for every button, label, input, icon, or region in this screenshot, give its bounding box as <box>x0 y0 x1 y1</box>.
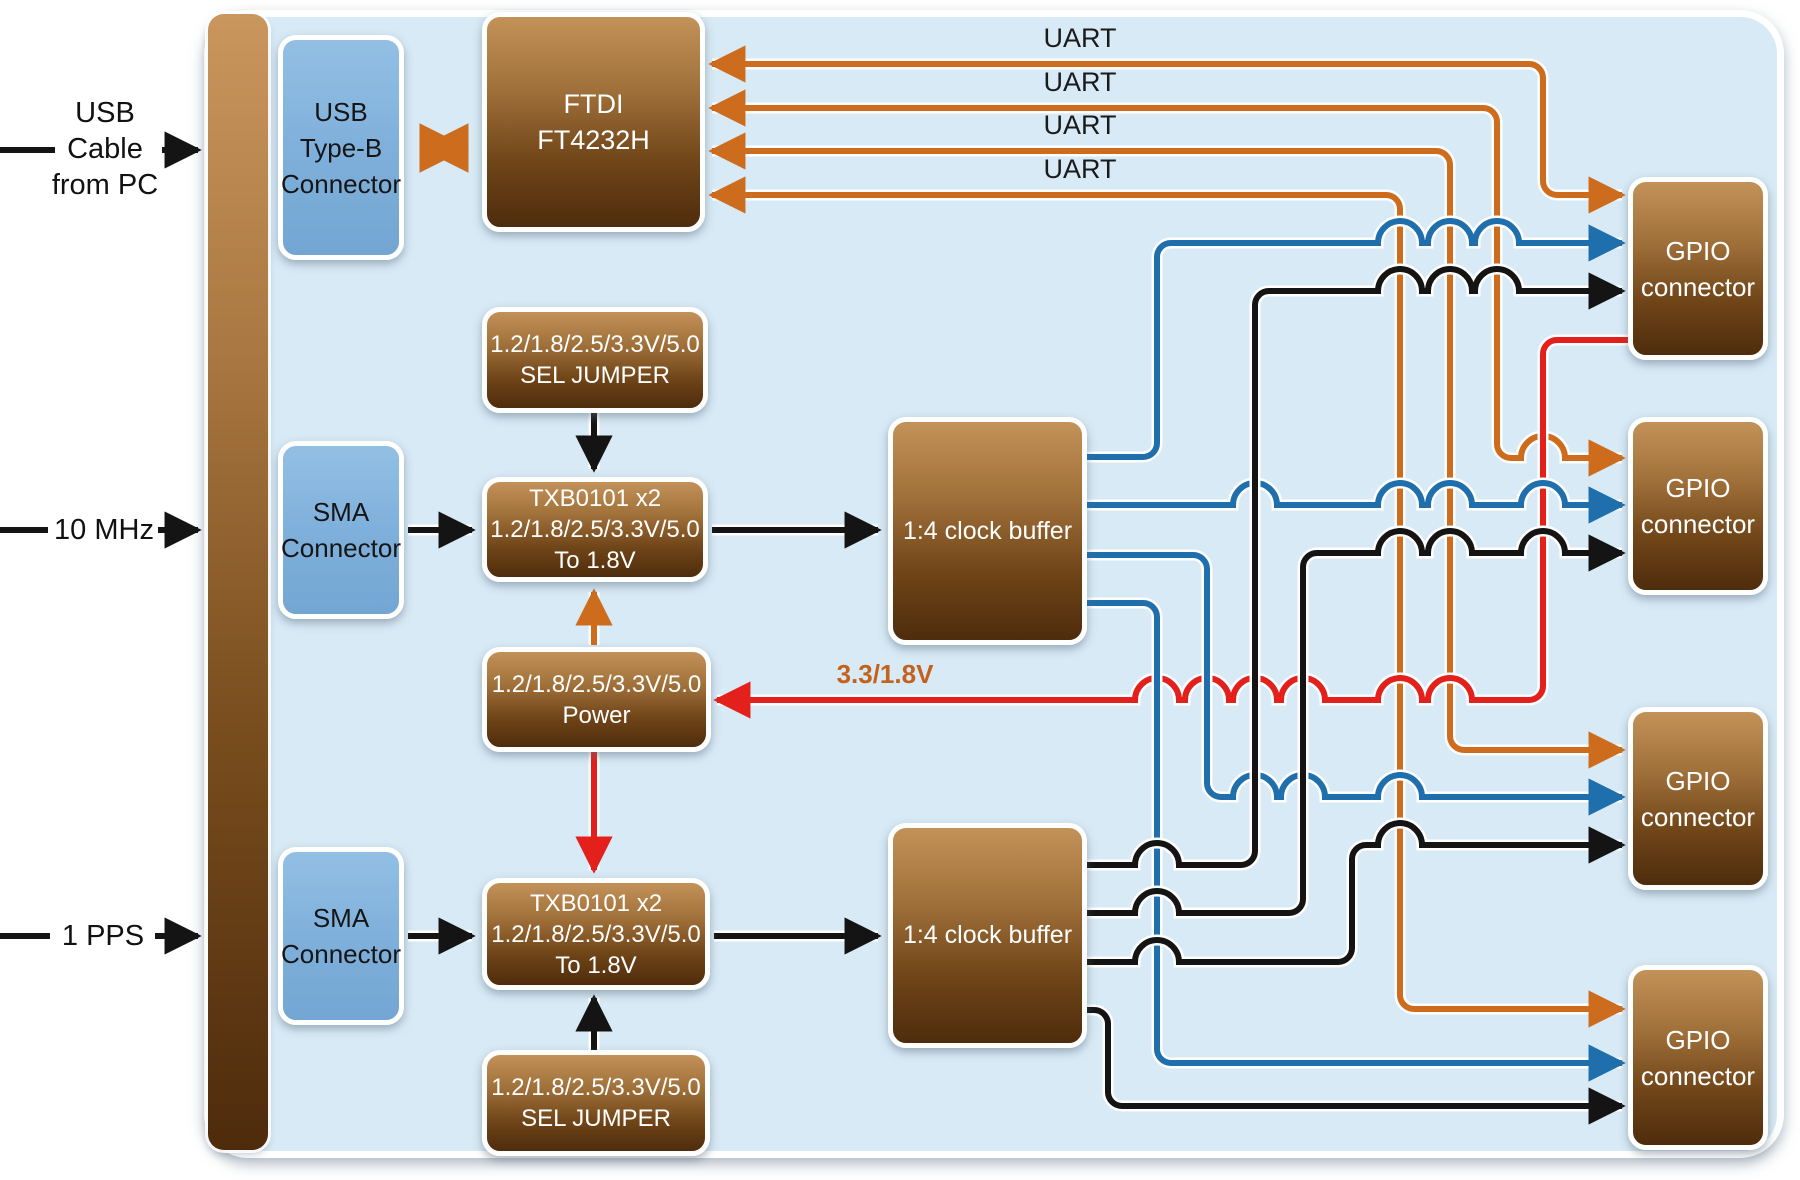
sel-jumper-bottom-box: 1.2/1.8/2.5/3.3V/5.0 SEL JUMPER <box>482 1050 710 1156</box>
wire-clk2-out2 <box>1087 525 1626 919</box>
gpio-connector-2-box: GPIO connector <box>1628 417 1768 595</box>
clock-buffer-top-label: 1:4 clock buffer <box>902 516 1073 545</box>
wire-clk1-out4 <box>1087 597 1626 1082</box>
sel-jumper-top-box: 1.2/1.8/2.5/3.3V/5.0 SEL JUMPER <box>482 307 708 413</box>
gpio-connector-3-box: GPIO connector <box>1628 707 1768 890</box>
txb-bottom-line2: 1.2/1.8/2.5/3.3V/5.0 <box>491 920 701 948</box>
wire-power-rail-red <box>713 334 1628 719</box>
board-edge-bar <box>208 14 268 1150</box>
sma-bottom-line2: Connector <box>281 939 401 969</box>
txb-bottom-box: TXB0101 x2 1.2/1.8/2.5/3.3V/5.0 To 1.8V <box>482 878 710 990</box>
wire-uart-4 <box>708 176 1626 1028</box>
sma-connector-top-box: SMA Connector <box>278 441 404 619</box>
wire-clk1-out2 <box>1087 477 1626 524</box>
usb-box-line2: Type-B <box>299 132 383 163</box>
gpio1-line1: GPIO <box>1665 235 1731 266</box>
gpio2-line2: connector <box>1640 509 1756 539</box>
wire-uart-2 <box>708 89 1626 477</box>
sma-connector-bottom-box: SMA Connector <box>278 847 404 1025</box>
wire-clk2-out1 <box>1087 263 1626 871</box>
power-rail-label: 3.3/1.8V <box>836 659 934 689</box>
pps-label: 1 PPS <box>61 920 145 952</box>
sel-jumper-bottom-line2: SEL JUMPER <box>521 1105 671 1132</box>
usb-box-line1: USB <box>314 96 368 127</box>
gpio1-line2: connector <box>1640 271 1756 302</box>
power-box: 1.2/1.8/2.5/3.3V/5.0 Power <box>482 647 711 752</box>
gpio4-line1: GPIO <box>1665 1024 1731 1055</box>
txb-top-line1: TXB0101 x2 <box>528 485 662 512</box>
power-box-line1: 1.2/1.8/2.5/3.3V/5.0 <box>491 670 702 698</box>
txb-top-line2: 1.2/1.8/2.5/3.3V/5.0 <box>490 516 700 543</box>
clock-buffer-bottom-label: 1:4 clock buffer <box>902 921 1073 949</box>
ftdi-box-line1: FTDI <box>563 89 624 119</box>
sel-jumper-bottom-line1: 1.2/1.8/2.5/3.3V/5.0 <box>491 1074 701 1101</box>
txb-bottom-line1: TXB0101 x2 <box>529 889 663 917</box>
gpio2-line1: GPIO <box>1665 473 1731 503</box>
usb-cable-label: USB Cable from PC <box>38 95 172 203</box>
uart-label-4: UART <box>1043 154 1117 184</box>
wire-clk1-out3 <box>1087 549 1626 816</box>
wire-clk1-out1 <box>1087 215 1626 463</box>
usb-box-line3: Connector <box>281 168 401 199</box>
ftdi-box-line2: FT4232H <box>537 125 650 155</box>
usb-cable-label-line1: USB <box>75 97 135 129</box>
uart-label-1: UART <box>1043 23 1117 53</box>
ftdi-ft4232h-box: FTDI FT4232H <box>482 12 705 232</box>
gpio3-line1: GPIO <box>1665 765 1731 796</box>
power-box-line2: Power <box>562 701 631 729</box>
usb-cable-label-line2: Cable <box>67 133 143 165</box>
txb-top-line3: To 1.8V <box>554 547 636 574</box>
gpio-connector-4-box: GPIO connector <box>1628 965 1768 1150</box>
sel-jumper-top-line2: SEL JUMPER <box>520 362 670 389</box>
txb-bottom-line3: To 1.8V <box>555 951 637 979</box>
wire-uart-1 <box>708 45 1626 214</box>
gpio3-line2: connector <box>1640 801 1756 832</box>
gpio-connector-1-box: GPIO connector <box>1628 177 1768 360</box>
usb-type-b-connector-box: USB Type-B Connector <box>278 35 404 260</box>
sma-top-line2: Connector <box>281 533 401 563</box>
sma-top-line1: SMA <box>312 497 370 527</box>
uart-label-2: UART <box>1043 67 1117 97</box>
txb-top-box: TXB0101 x2 1.2/1.8/2.5/3.3V/5.0 To 1.8V <box>482 477 708 582</box>
wire-clk2-out3 <box>1087 817 1626 968</box>
sel-jumper-top-line1: 1.2/1.8/2.5/3.3V/5.0 <box>490 331 700 358</box>
clock-10mhz-label: 10 MHz <box>54 514 154 546</box>
gpio4-line2: connector <box>1640 1060 1756 1091</box>
clock-buffer-top-box: 1:4 clock buffer <box>888 417 1087 645</box>
uart-label-3: UART <box>1043 110 1117 140</box>
clock-buffer-bottom-box: 1:4 clock buffer <box>888 823 1087 1048</box>
sma-bottom-line1: SMA <box>312 903 370 933</box>
wire-clk2-out4 <box>1087 1004 1626 1125</box>
usb-cable-label-line3: from PC <box>51 169 159 201</box>
